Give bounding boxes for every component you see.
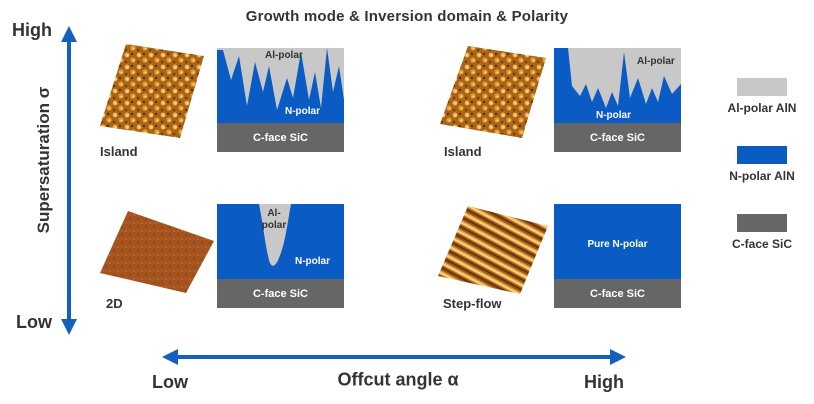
legend-swatch-al-polar: [737, 78, 787, 96]
legend-swatch-sic: [737, 214, 787, 232]
afm-image-step-flow-high-offcut: [438, 206, 548, 294]
al-polar-label: Al-: [267, 208, 280, 219]
legend-label-sic: C-face SiC: [731, 237, 793, 251]
legend-label-al-polar: Al-polar AlN: [727, 101, 797, 115]
y-axis-title: Supersaturation σ: [34, 86, 53, 234]
cross-section-step-flow-high-offcut: Pure N-polar C-face SiC: [554, 204, 681, 308]
afm-image-island-high-offcut: [440, 46, 546, 138]
y-axis-low-label: Low: [16, 312, 52, 332]
cross-section-island-high-offcut: Al-polar N-polar C-face SiC: [554, 48, 681, 152]
n-polar-label: N-polar: [285, 106, 320, 117]
al-polar-label: Al-polar: [265, 50, 303, 61]
n-polar-label: N-polar: [295, 256, 330, 267]
y-axis-high-label: High: [12, 20, 52, 40]
substrate-label: C-face SiC: [253, 132, 308, 144]
x-axis-low-label: Low: [152, 372, 188, 392]
afm-image-island-low-offcut: [100, 44, 204, 138]
x-axis-high-label: High: [584, 372, 624, 392]
al-polar-label: Al-polar: [637, 56, 675, 67]
diagram-title: Growth mode & Inversion domain & Polarit…: [245, 8, 569, 25]
x-axis-title: Offcut angle α: [337, 369, 459, 390]
substrate-label: C-face SiC: [590, 132, 645, 144]
growth-mode-label: Island: [100, 144, 138, 159]
legend-label-n-polar: N-polar AlN: [729, 169, 795, 183]
growth-mode-label: Step-flow: [443, 296, 502, 311]
n-polar-label: Pure N-polar: [587, 239, 647, 250]
afm-image-2d-low-offcut: [100, 211, 214, 293]
growth-mode-label: 2D: [106, 296, 123, 311]
growth-mode-label: Island: [444, 144, 482, 159]
substrate-label: C-face SiC: [590, 288, 645, 300]
cross-section-2d-low-offcut: Al- polar N-polar C-face SiC: [217, 204, 344, 308]
n-polar-label: N-polar: [596, 110, 631, 121]
al-polar-label: polar: [262, 220, 287, 231]
substrate-label: C-face SiC: [253, 288, 308, 300]
cross-section-island-low-offcut: Al-polar N-polar C-face SiC: [217, 48, 344, 152]
legend-swatch-n-polar: [737, 146, 787, 164]
